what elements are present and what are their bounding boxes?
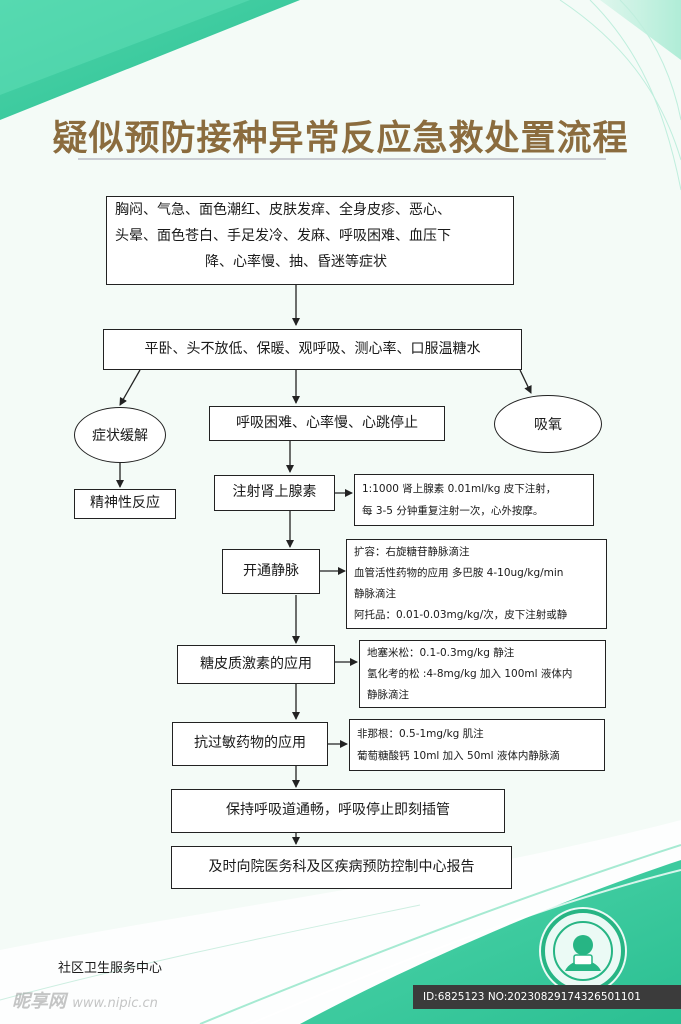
symptom-relief-ellipse: 症状缓解	[74, 407, 166, 463]
glucocorticoid-note: 地塞米松：0.1-0.3mg/kg 静注 氢化考的松 :4-8mg/kg 加入 …	[359, 640, 606, 708]
antiallergy-note-line-1: 非那根：0.5-1mg/kg 肌注	[357, 728, 484, 740]
image-id-bar: ID:6825123 NO:20230829174326501101	[413, 985, 681, 1009]
report-box: 及时向院医务科及区疾病预防控制中心报告	[171, 846, 512, 889]
title-underline	[78, 158, 606, 160]
symptoms-line-1: 胸闷、气急、面色潮红、皮肤发痒、全身皮疹、恶心、	[115, 202, 451, 218]
glucocorticoid-note-line-2: 氢化考的松 :4-8mg/kg 加入 100ml 液体内	[367, 668, 573, 680]
symptoms-line-3: 降、心率慢、抽、昏迷等症状	[205, 254, 387, 270]
page-title: 疑似预防接种异常反应急救处置流程	[52, 118, 629, 159]
open-iv-box: 开通静脉	[222, 549, 320, 594]
iv-note-line-3: 静脉滴注	[354, 588, 396, 600]
glucocorticoid-box: 糖皮质激素的应用	[177, 645, 335, 684]
footer-organization: 社区卫生服务中心	[58, 961, 163, 976]
adrenaline-note-line-2: 每 3-5 分钟重复注射一次，心外按摩。	[362, 505, 544, 517]
watermark: 昵享网 www.nipic.cn	[12, 987, 158, 1013]
glucocorticoid-note-line-1: 地塞米松：0.1-0.3mg/kg 静注	[367, 647, 515, 659]
oxygen-ellipse: 吸氧	[494, 395, 602, 453]
psychogenic-reaction-box: 精神性反应	[74, 489, 176, 519]
glucocorticoid-note-line-3: 静脉滴注	[367, 689, 409, 701]
iv-note-line-2: 血管活性药物的应用 多巴胺 4-10ug/kg/min	[354, 567, 564, 579]
critical-condition-box: 呼吸困难、心率慢、心跳停止	[209, 406, 445, 441]
watermark-brand: 昵享网	[12, 991, 66, 1012]
adrenaline-note-line-1: 1:1000 肾上腺素 0.01ml/kg 皮下注射，	[362, 483, 557, 495]
iv-note-line-4: 阿托品：0.01-0.03mg/kg/次，皮下注射或静	[354, 609, 568, 621]
symptoms-line-2: 头晕、面色苍白、手足发冷、发麻、呼吸困难、血压下	[115, 228, 451, 244]
iv-note: 扩容：右旋糖苷静脉滴注 血管活性药物的应用 多巴胺 4-10ug/kg/min …	[346, 539, 607, 629]
symptoms-box: 胸闷、气急、面色潮红、皮肤发痒、全身皮疹、恶心、 头晕、面色苍白、手足发冷、发麻…	[106, 196, 514, 285]
community-health-logo-icon	[539, 907, 627, 995]
iv-note-line-1: 扩容：右旋糖苷静脉滴注	[354, 546, 470, 558]
antiallergy-box: 抗过敏药物的应用	[172, 722, 328, 766]
adrenaline-box: 注射肾上腺素	[214, 475, 335, 511]
antiallergy-note-line-2: 葡萄糖酸钙 10ml 加入 50ml 液体内静脉滴	[357, 750, 560, 762]
first-aid-box: 平卧、头不放低、保暖、观呼吸、测心率、口服温糖水	[103, 329, 522, 370]
adrenaline-note: 1:1000 肾上腺素 0.01ml/kg 皮下注射， 每 3-5 分钟重复注射…	[354, 474, 594, 526]
airway-box: 保持呼吸道通畅，呼吸停止即刻插管	[171, 789, 505, 833]
watermark-url: www.nipic.cn	[72, 996, 158, 1011]
antiallergy-note: 非那根：0.5-1mg/kg 肌注 葡萄糖酸钙 10ml 加入 50ml 液体内…	[349, 719, 605, 771]
